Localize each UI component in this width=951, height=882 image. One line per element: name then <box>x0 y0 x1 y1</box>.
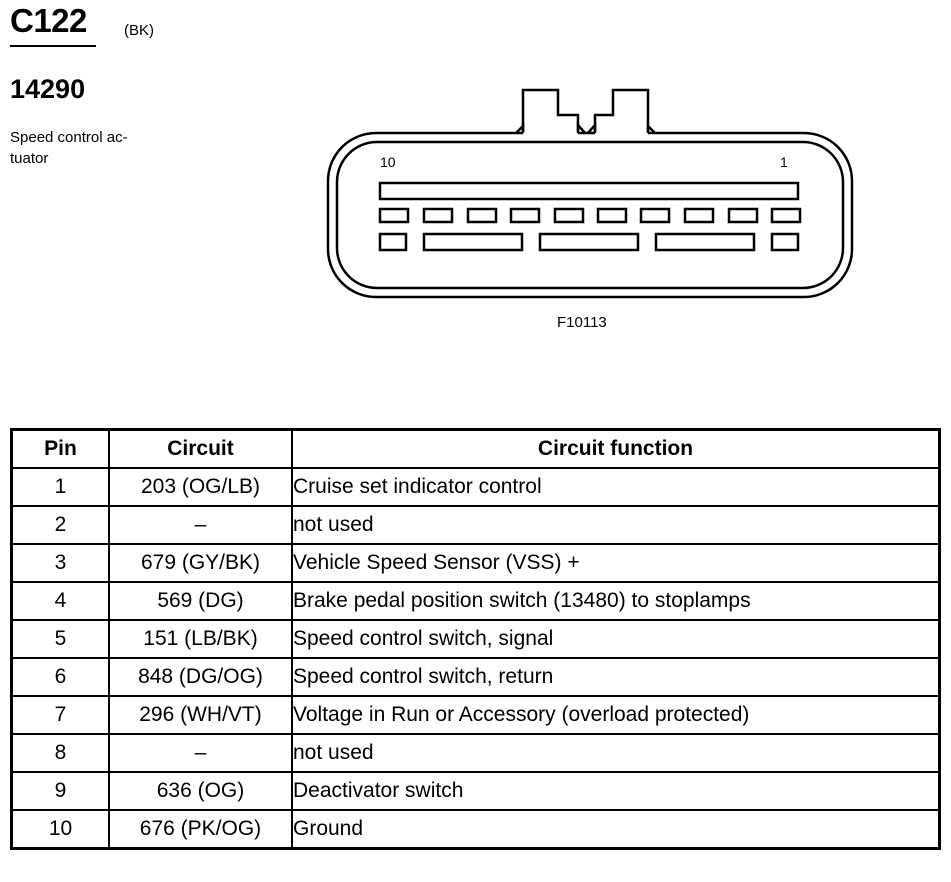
part-number: 14290 <box>10 74 86 104</box>
pin-cell: 7 <box>10 695 110 735</box>
header-circuit: Circuit <box>108 428 293 469</box>
circuit-cell: 203 (OG/LB) <box>108 467 293 507</box>
table-row: 7 296 (WH/VT) Voltage in Run or Accessor… <box>10 695 941 735</box>
function-cell: Brake pedal position switch (13480) to s… <box>291 581 941 621</box>
function-cell: not used <box>291 733 941 773</box>
circuit-cell: 569 (DG) <box>108 581 293 621</box>
pin-cell: 5 <box>10 619 110 659</box>
pin-cell: 6 <box>10 657 110 697</box>
pin-table: Pin Circuit Circuit function 1 203 (OG/L… <box>10 428 941 850</box>
description-line-2: tuator <box>10 150 49 167</box>
pin-cell: 8 <box>10 733 110 773</box>
pin-cell: 4 <box>10 581 110 621</box>
cavity-long-slot <box>378 181 800 201</box>
table-row: 4 569 (DG) Brake pedal position switch (… <box>10 581 941 621</box>
function-cell: Speed control switch, signal <box>291 619 941 659</box>
function-cell: Ground <box>291 809 941 850</box>
table-row: 9 636 (OG) Deactivator switch <box>10 771 941 811</box>
connector-id: C122 <box>10 2 87 39</box>
function-cell: Voltage in Run or Accessory (overload pr… <box>291 695 941 735</box>
pin-cell: 1 <box>10 467 110 507</box>
table-row: 10 676 (PK/OG) Ground <box>10 809 941 850</box>
table-row: 5 151 (LB/BK) Speed control switch, sign… <box>10 619 941 659</box>
circuit-cell: 296 (WH/VT) <box>108 695 293 735</box>
table-row: 1 203 (OG/LB) Cruise set indicator contr… <box>10 467 941 507</box>
circuit-cell: 679 (GY/BK) <box>108 543 293 583</box>
circuit-cell: 676 (PK/OG) <box>108 809 293 850</box>
latch-tab-right <box>593 88 650 133</box>
figure-number: F10113 <box>557 314 607 331</box>
connector-description: Speed control ac- tuator <box>10 127 160 169</box>
function-cell: Deactivator switch <box>291 771 941 811</box>
description-line-1: Speed control ac- <box>10 129 128 146</box>
latch-tab-left <box>521 88 580 133</box>
circuit-cell: – <box>108 505 293 545</box>
connector-inner-shell <box>335 140 845 290</box>
function-cell: Speed control switch, return <box>291 657 941 697</box>
circuit-cell: – <box>108 733 293 773</box>
pin-cell: 10 <box>10 809 110 850</box>
connector-id-underline <box>10 45 96 47</box>
connector-face-diagram: 10 1 <box>326 88 854 299</box>
connector-color-code: (BK) <box>124 22 154 39</box>
table-row: 8 – not used <box>10 733 941 773</box>
circuit-cell: 151 (LB/BK) <box>108 619 293 659</box>
table-row: 6 848 (DG/OG) Speed control switch, retu… <box>10 657 941 697</box>
circuit-cell: 848 (DG/OG) <box>108 657 293 697</box>
function-cell: not used <box>291 505 941 545</box>
cavity-bottom-keys <box>378 232 800 252</box>
pin-cell: 9 <box>10 771 110 811</box>
table-row: 2 – not used <box>10 505 941 545</box>
header-circuit-function: Circuit function <box>291 428 941 469</box>
function-cell: Cruise set indicator control <box>291 467 941 507</box>
pin-label-1: 1 <box>780 154 788 170</box>
pin-label-10: 10 <box>380 154 396 170</box>
pin-cell: 3 <box>10 543 110 583</box>
table-row: 3 679 (GY/BK) Vehicle Speed Sensor (VSS)… <box>10 543 941 583</box>
header-pin: Pin <box>10 428 110 469</box>
table-header-row: Pin Circuit Circuit function <box>10 428 941 469</box>
cavity-row-pins <box>378 207 802 224</box>
pin-cell: 2 <box>10 505 110 545</box>
function-cell: Vehicle Speed Sensor (VSS) + <box>291 543 941 583</box>
circuit-cell: 636 (OG) <box>108 771 293 811</box>
